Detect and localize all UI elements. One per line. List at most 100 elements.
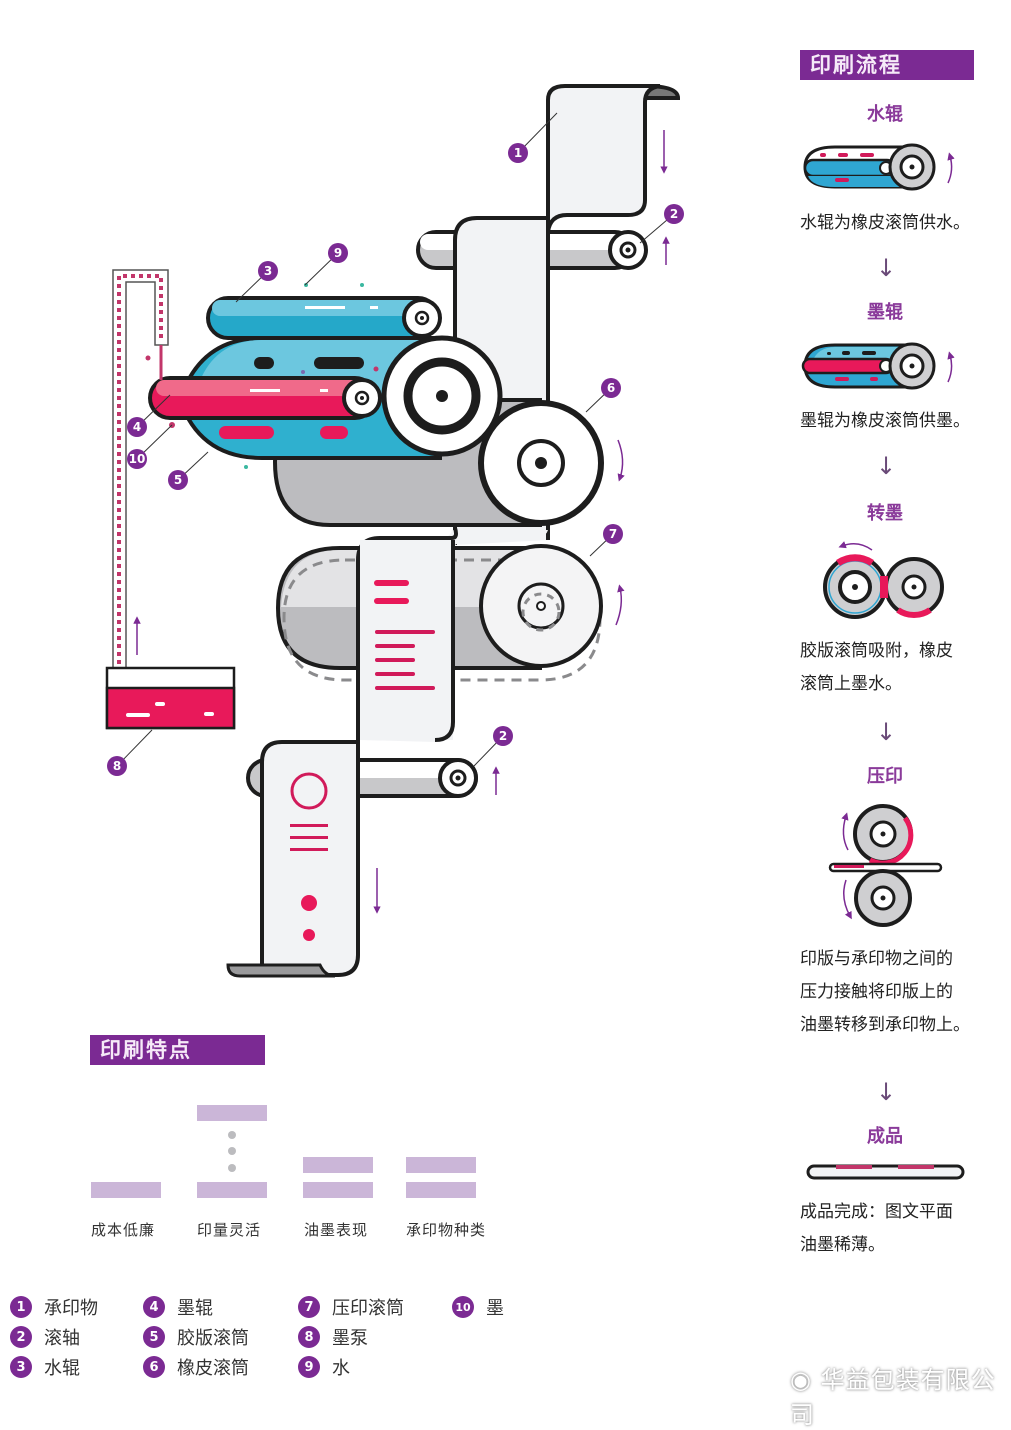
ink-roller xyxy=(148,376,382,420)
step-icon-finished xyxy=(806,1164,965,1180)
step-title-finished: 成品 xyxy=(867,1126,903,1147)
legend-item: 8 墨泵 xyxy=(298,1324,368,1350)
callout-9: 9 xyxy=(328,243,348,263)
plate-cylinder-wheel xyxy=(381,335,503,457)
substrate-bottom xyxy=(226,740,360,978)
legend-number-badge: 5 xyxy=(143,1326,165,1348)
legend-item: 2 滚轴 xyxy=(10,1324,80,1350)
callout-4: 4 xyxy=(127,417,147,437)
step-desc-line: 水辊为橡皮滚筒供水。 xyxy=(800,213,970,233)
svg-text:8: 8 xyxy=(113,759,121,773)
svg-text:2: 2 xyxy=(670,207,678,221)
direction-arrows xyxy=(373,130,670,914)
legend-label: 压印滚筒 xyxy=(332,1298,404,1319)
watermark: ◉ 华益包装有限公司 xyxy=(790,1360,1011,1430)
callout-7: 7 xyxy=(603,524,623,544)
feature-label-flexible-volume: 印量灵活 xyxy=(197,1221,262,1239)
step-icon-water-roller xyxy=(803,143,955,191)
substrate-print-section xyxy=(356,527,548,742)
weibo-icon: ◉ xyxy=(790,1366,821,1394)
callout-1: 1 xyxy=(508,143,528,163)
legend-number-badge: 1 xyxy=(10,1296,32,1318)
callout-2-bottom: 2 xyxy=(493,726,513,746)
process-header: 印刷流程 xyxy=(800,50,974,80)
legend-number-badge: 4 xyxy=(143,1296,165,1318)
legend-number-badge: 2 xyxy=(10,1326,32,1348)
step-title-water-roller: 水辊 xyxy=(867,104,903,125)
callout-6: 6 xyxy=(601,378,621,398)
features-header: 印刷特点 xyxy=(90,1035,265,1065)
step-desc-ink-roller: 墨辊为橡皮滚筒供墨。 xyxy=(800,405,1000,438)
legend-number-badge: 10 xyxy=(452,1296,474,1318)
legend-label: 胶版滚筒 xyxy=(177,1328,249,1349)
callout-2-top: 2 xyxy=(664,204,684,224)
feature-label-substrate-types: 承印物种类 xyxy=(406,1221,487,1239)
legend-label: 水 xyxy=(332,1358,350,1379)
legend-number-badge: 3 xyxy=(10,1356,32,1378)
legend-number-badge: 8 xyxy=(298,1326,320,1348)
feature-label-ink-performance: 油墨表现 xyxy=(304,1221,369,1239)
watermark-text: 华益包装有限公司 xyxy=(790,1366,996,1429)
legend-number-badge: 9 xyxy=(298,1356,320,1378)
legend-item: 3 水辊 xyxy=(10,1354,80,1380)
step-desc-line: 墨辊为橡皮滚筒供墨。 xyxy=(800,411,970,431)
svg-text:6: 6 xyxy=(607,381,615,395)
svg-text:5: 5 xyxy=(174,473,182,487)
step-desc-line: 油墨转移到承印物上。 xyxy=(800,1015,970,1035)
legend-label: 墨辊 xyxy=(177,1298,213,1319)
callout-3: 3 xyxy=(258,261,278,281)
ink-pump xyxy=(105,269,236,730)
step-desc-line: 成品完成：图文平面 xyxy=(800,1202,953,1222)
feature-label-low-cost: 成本低廉 xyxy=(91,1221,156,1239)
legend-label: 墨 xyxy=(486,1298,504,1319)
svg-text:9: 9 xyxy=(334,246,342,260)
step-title-impression: 压印 xyxy=(867,766,903,787)
legend-item: 4 墨辊 xyxy=(143,1294,213,1320)
water-roller xyxy=(206,296,442,340)
step-desc-line: 印版与承印物之间的 xyxy=(800,949,953,969)
step-icon-impression xyxy=(828,804,943,927)
legend-label: 墨泵 xyxy=(332,1328,368,1349)
svg-text:4: 4 xyxy=(133,420,141,434)
step-icon-ink-roller xyxy=(801,342,955,390)
step-desc-line: 油墨稀薄。 xyxy=(800,1235,885,1255)
substrate-top xyxy=(546,83,681,237)
legend-item: 5 胶版滚筒 xyxy=(143,1324,249,1350)
legend-label: 水辊 xyxy=(44,1358,80,1379)
step-title-ink-transfer: 转墨 xyxy=(867,503,903,524)
blanket-cylinder-wheel xyxy=(478,400,604,526)
legend-item: 7 压印滚筒 xyxy=(298,1294,404,1320)
arrow-down-icon: ↓ xyxy=(876,452,897,480)
svg-text:1: 1 xyxy=(514,146,522,160)
callout-5: 5 xyxy=(168,470,188,490)
svg-text:2: 2 xyxy=(499,729,507,743)
svg-text:10: 10 xyxy=(129,452,146,466)
legend-label: 承印物 xyxy=(44,1298,98,1319)
step-desc-water-roller: 水辊为橡皮滚筒供水。 xyxy=(800,207,1000,240)
legend-number-badge: 7 xyxy=(298,1296,320,1318)
legend-item: 1 承印物 xyxy=(10,1294,98,1320)
step-icon-ink-transfer xyxy=(823,541,944,619)
legend-number-badge: 6 xyxy=(143,1356,165,1378)
callout-10: 10 xyxy=(127,449,147,469)
step-desc-impression: 印版与承印物之间的 压力接触将印版上的 油墨转移到承印物上。 xyxy=(800,943,1000,1042)
step-desc-line: 滚筒上墨水。 xyxy=(800,674,902,694)
svg-text:3: 3 xyxy=(264,264,272,278)
legend-item: 10 墨 xyxy=(452,1294,504,1320)
step-desc-finished: 成品完成：图文平面 油墨稀薄。 xyxy=(800,1196,1000,1262)
svg-text:7: 7 xyxy=(609,527,617,541)
step-title-ink-roller: 墨辊 xyxy=(867,302,903,323)
legend-label: 滚轴 xyxy=(44,1328,80,1349)
arrow-down-icon: ↓ xyxy=(876,718,897,746)
callout-8: 8 xyxy=(107,756,127,776)
arrow-down-icon: ↓ xyxy=(876,1078,897,1106)
arrow-down-icon: ↓ xyxy=(876,254,897,282)
step-desc-line: 压力接触将印版上的 xyxy=(800,982,953,1002)
step-desc-ink-transfer: 胶版滚筒吸附，橡皮 滚筒上墨水。 xyxy=(800,635,1000,701)
step-desc-line: 胶版滚筒吸附，橡皮 xyxy=(800,641,953,661)
feature-graphics xyxy=(91,1105,476,1198)
droplets xyxy=(145,283,379,469)
